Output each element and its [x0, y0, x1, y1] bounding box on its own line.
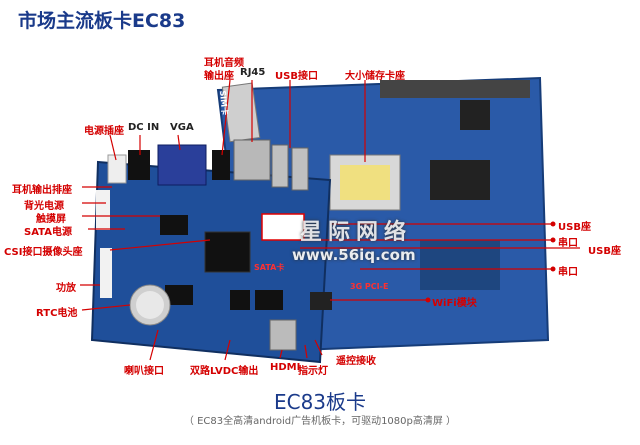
- power-socket: [107, 154, 127, 184]
- label-amplifier: 功放: [56, 283, 76, 294]
- watermark-title: 星际网络: [300, 220, 413, 245]
- board-caption: EC83板卡: [273, 390, 367, 414]
- label-csi-camera: CSI接口摄像头座: [4, 247, 83, 258]
- wifi-module: [310, 292, 332, 310]
- pcie-label: 3G PCI-E: [350, 282, 389, 291]
- usb-connector-2: [291, 147, 309, 191]
- board-subcaption: （ EC83全高清android广告机板卡，可驱动1080p高清屏 ）: [183, 416, 457, 427]
- label-backlight-power: 背光电源: [24, 201, 64, 212]
- label-usb-socket-2: USB座: [588, 246, 621, 257]
- vga-connector: [157, 144, 207, 186]
- label-rj45: RJ45: [240, 67, 266, 78]
- sata-connector: [261, 213, 305, 241]
- label-headphone-audio: 耳机音频: [204, 58, 244, 69]
- label-sata-power: SATA电源: [24, 227, 72, 238]
- label-serial-2: 串口: [558, 267, 578, 278]
- audio-jack: [212, 150, 230, 180]
- label-hdmi: HDMI: [270, 362, 301, 373]
- label-speaker: 喇叭接口: [124, 366, 164, 377]
- label-ir-receiver: 遥控接收: [336, 356, 376, 367]
- sata-card-label: SATA卡: [254, 263, 285, 272]
- label-usb-port: USB接口: [275, 71, 318, 82]
- label-output-socket: 输出座: [204, 71, 234, 82]
- ram-chip-3: [255, 290, 283, 310]
- chip-small: [230, 290, 250, 310]
- label-vga: VGA: [170, 122, 194, 133]
- rj45-connector: [233, 139, 271, 181]
- hdmi-connector: [269, 319, 297, 351]
- label-indicator: 指示灯: [298, 366, 328, 377]
- label-power-socket: 电源插座: [84, 126, 124, 137]
- page-title: 市场主流板卡EC83: [18, 10, 186, 32]
- label-headphone-header: 耳机输出排座: [12, 185, 72, 196]
- ram-chip-2: [165, 285, 193, 305]
- dc-jack: [128, 150, 150, 180]
- sim-slot-label: SIM卡: [218, 90, 230, 116]
- cpu-chip: [204, 231, 251, 273]
- white-headers: [96, 190, 110, 230]
- label-wifi: WiFi模块: [432, 298, 477, 309]
- label-sd-slot: 大小储存卡座: [345, 71, 405, 82]
- label-lvds: 双路LVDC输出: [190, 366, 259, 377]
- label-touchscreen: 触摸屏: [36, 214, 66, 225]
- ram-chip-1: [160, 215, 188, 235]
- label-usb-socket-1: USB座: [558, 222, 591, 233]
- label-rtc-battery: RTC电池: [36, 308, 78, 319]
- label-serial-1: 串口: [558, 238, 578, 249]
- watermark-url: www.56iq.com: [292, 246, 416, 264]
- label-dc-in: DC IN: [128, 122, 160, 133]
- usb-connector-1: [271, 144, 289, 188]
